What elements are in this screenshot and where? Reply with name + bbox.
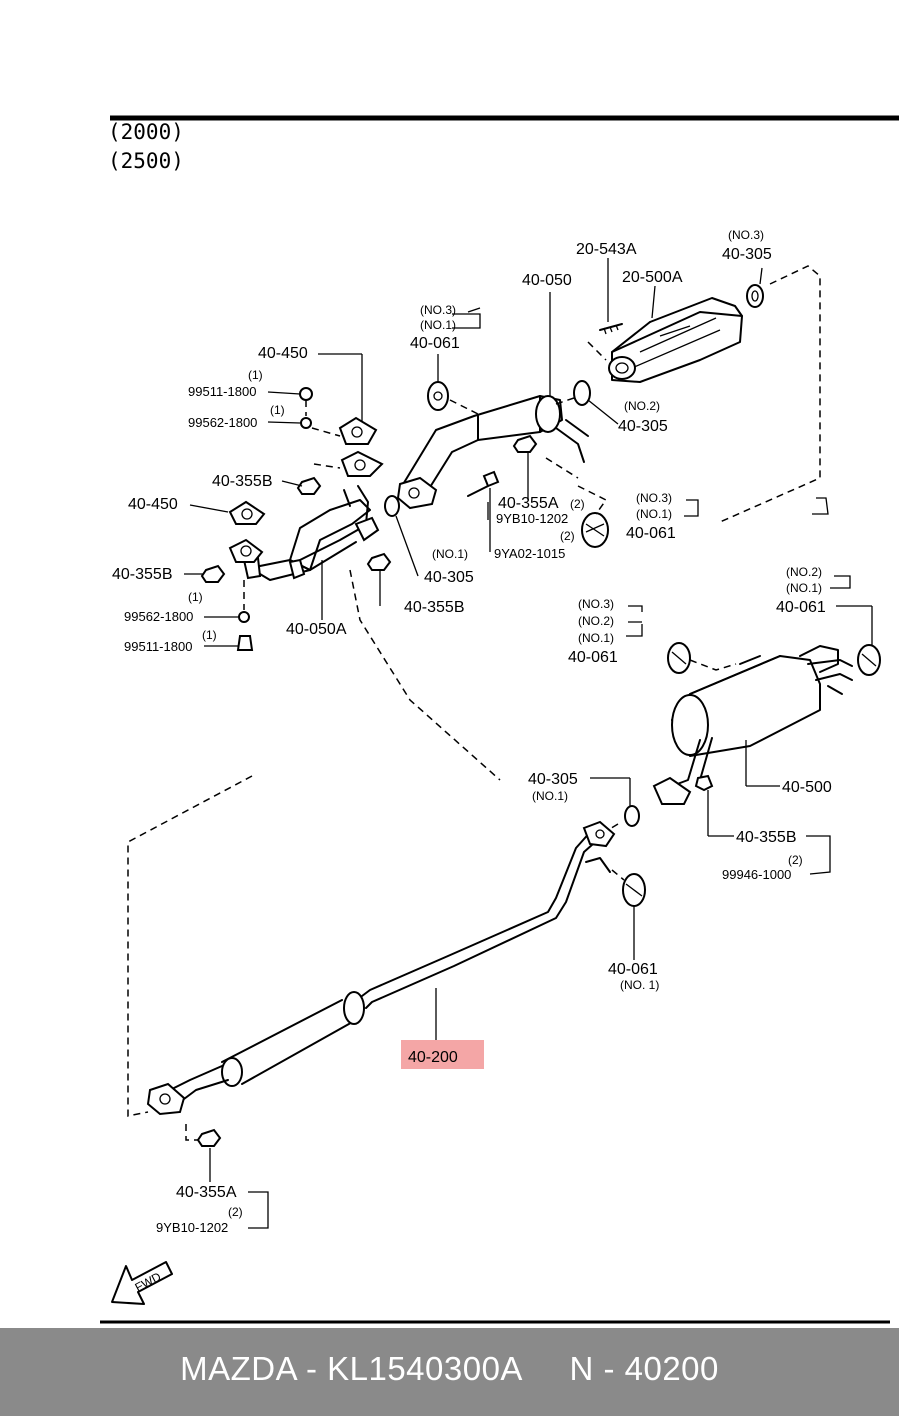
label-no1-e: (NO.1)	[578, 631, 614, 645]
label-40-200-highlighted: 40-200	[408, 1049, 458, 1066]
label-40-061-d: 40-061	[568, 649, 618, 666]
variant-2000: (2000)	[108, 120, 184, 144]
label-no1-c: (NO.1)	[432, 547, 468, 561]
label-no3-top: (NO.3)	[728, 228, 764, 242]
gasket-ring-c	[384, 495, 400, 517]
gasket-ring-top	[746, 284, 764, 308]
footer-bar	[0, 1328, 899, 1416]
label-qty-2-c: (2)	[788, 853, 803, 867]
catalytic-converter	[608, 297, 743, 383]
nut-f	[196, 1128, 222, 1147]
label-40-305-b: 40-305	[618, 418, 668, 435]
gasket-ring-d	[624, 805, 640, 827]
label-no3-b: (NO.3)	[636, 491, 672, 505]
label-99562-b: 99562-1800	[124, 609, 193, 624]
label-no2-b: (NO.2)	[786, 565, 822, 579]
highlight-box	[401, 1040, 484, 1069]
label-99562-a: 99562-1800	[188, 415, 257, 430]
forward-arrow-icon: FWD	[111, 1261, 173, 1305]
flange-gasket-low	[228, 538, 264, 563]
label-no2-c: (NO.2)	[578, 614, 614, 628]
label-no2-a: (NO.2)	[624, 399, 660, 413]
hanger-rubber-b	[581, 512, 609, 548]
label-qty-1-d: (1)	[202, 628, 217, 642]
label-qty-2-a: (2)	[570, 497, 585, 511]
label-99946: 99946-1000	[722, 867, 791, 882]
center-pipe	[146, 820, 616, 1116]
label-qty-2-d: (2)	[228, 1205, 243, 1219]
label-40-061-e: 40-061	[608, 961, 658, 978]
bolt-9ya02	[467, 470, 500, 497]
flange-gasket-mid	[340, 450, 384, 477]
hanger-rubber-d	[857, 644, 881, 676]
nut-e	[694, 774, 714, 792]
hanger-rubber-a	[427, 381, 449, 411]
flange-gasket-top	[338, 416, 378, 445]
label-40-355B-c: 40-355B	[404, 599, 465, 616]
label-40-050: 40-050	[522, 272, 572, 289]
label-40-355B-a: 40-355B	[212, 473, 273, 490]
label-40-305-d: 40-305	[528, 771, 578, 788]
label-no1-b: (NO.1)	[636, 507, 672, 521]
label-9YB10-a: 9YB10-1202	[496, 511, 568, 526]
nut-c	[200, 564, 226, 583]
label-9YB10-b: 9YB10-1202	[156, 1220, 228, 1235]
washer-b	[238, 611, 250, 623]
bolt-head-a	[299, 387, 313, 401]
label-no3-a: (NO.3)	[420, 303, 456, 317]
part-number-caption: MAZDA - KL1540300A N - 40200	[180, 1350, 719, 1387]
label-qty-2-b: (2)	[560, 529, 575, 543]
exhaust-manifold-pipe	[242, 485, 380, 581]
washer-a	[300, 417, 312, 429]
label-no1-d: (NO.1)	[786, 581, 822, 595]
flange-gasket-b	[228, 500, 266, 525]
label-no1-f: (NO.1)	[532, 789, 568, 803]
label-40-450-b: 40-450	[128, 496, 178, 513]
main-silencer	[652, 645, 853, 805]
label-40-305-top: 40-305	[722, 246, 772, 263]
label-40-355B-d: 40-355B	[736, 829, 797, 846]
hanger-rubber-e	[622, 873, 646, 907]
label-no1-a: (NO.1)	[420, 318, 456, 332]
stud-bolt	[599, 323, 623, 335]
label-qty-1-a: (1)	[248, 368, 263, 382]
label-40-355B-b: 40-355B	[112, 566, 173, 583]
label-qty-1-c: (1)	[188, 590, 203, 604]
nut-a	[512, 434, 538, 453]
nut-b	[296, 476, 322, 495]
label-20-500A: 20-500A	[622, 269, 683, 286]
variant-2500: (2500)	[108, 149, 184, 173]
label-40-355A-a: 40-355A	[498, 495, 559, 512]
label-99511-b: 99511-1800	[124, 639, 192, 654]
label-no3-c: (NO.3)	[578, 597, 614, 611]
label-40-305-c: 40-305	[424, 569, 474, 586]
exhaust-system-diagram: (2000) (2500)	[100, 115, 899, 1324]
label-40-355A-b: 40-355A	[176, 1184, 237, 1201]
label-40-061-a: 40-061	[410, 335, 460, 352]
label-qty-1-b: (1)	[270, 403, 285, 417]
label-40-061-b: 40-061	[626, 525, 676, 542]
label-99511-a: 99511-1800	[188, 384, 256, 399]
label-no1-g: (NO. 1)	[620, 978, 659, 992]
label-40-500: 40-500	[782, 779, 832, 796]
label-9YA02: 9YA02-1015	[494, 546, 565, 561]
label-20-543A: 20-543A	[576, 241, 637, 258]
label-40-050A: 40-050A	[286, 621, 347, 638]
gasket-ring-b	[573, 380, 591, 406]
label-40-450-a: 40-450	[258, 345, 308, 362]
hanger-rubber-c	[667, 642, 691, 674]
nut-d	[366, 552, 392, 571]
front-pipe	[396, 395, 589, 510]
svg-text:FWD: FWD	[133, 1269, 164, 1294]
bolt-b	[236, 635, 254, 651]
label-40-061-c: 40-061	[776, 599, 826, 616]
